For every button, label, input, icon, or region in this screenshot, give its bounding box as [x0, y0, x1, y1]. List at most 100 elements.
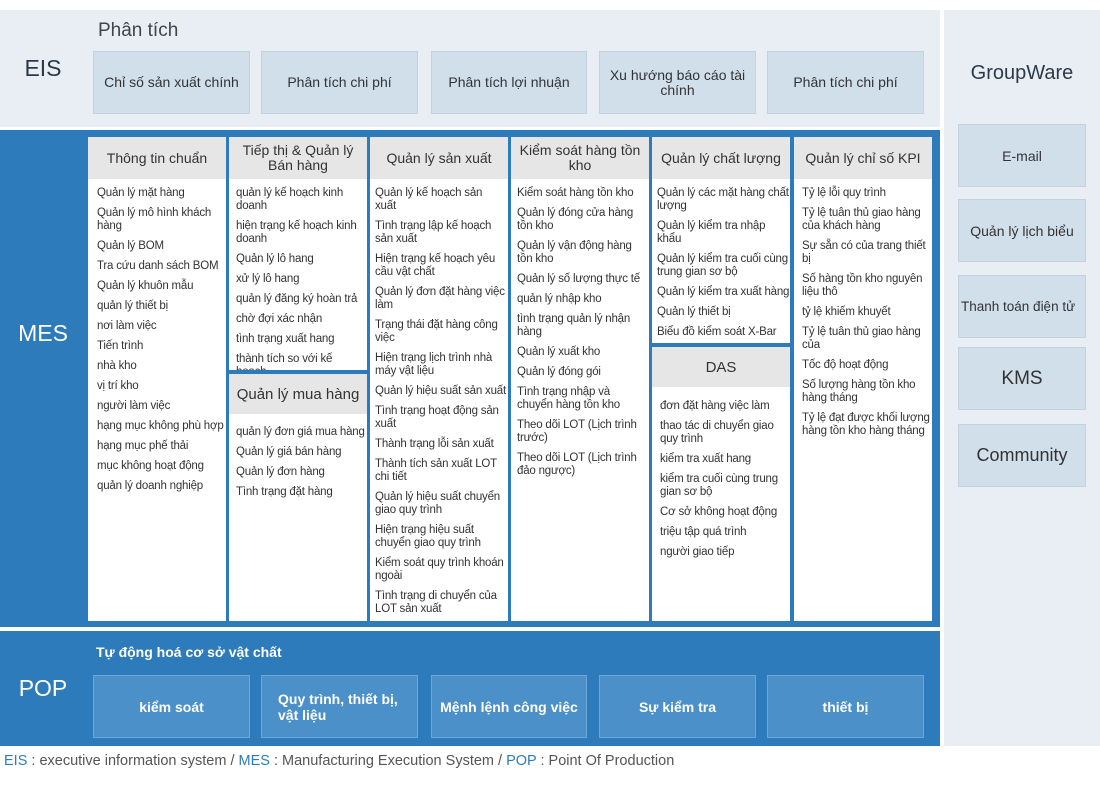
list-item[interactable]: chờ đợi xác nhận — [236, 313, 323, 325]
list-item[interactable]: hiện trạng kế hoạch kinh doanh — [236, 220, 357, 245]
list-item[interactable]: Quản lý khuôn mẫu — [97, 280, 194, 292]
list-item[interactable]: Quản lý đóng gói — [517, 366, 601, 378]
list-item[interactable]: Hiện trạng hiệu suất chuyển giao quy trì… — [375, 524, 481, 549]
list-item[interactable]: người làm việc — [97, 400, 171, 412]
list-item[interactable]: Tình trạng di chuyển của LOT sản xuất — [375, 590, 497, 615]
list-item[interactable]: Theo dõi LOT (Lịch trình đảo ngược) — [517, 452, 637, 477]
list-item[interactable]: tình trạng xuất hang — [236, 333, 335, 345]
list-item[interactable]: tỷ lệ khiếm khuyết — [802, 306, 891, 318]
list-item[interactable]: Quản lý đóng cửa hàng tồn kho — [517, 207, 634, 232]
list-item[interactable]: Kiểm soát quy trình khoán ngoài — [375, 557, 504, 582]
list-item[interactable]: Trạng thái đặt hàng công việc — [375, 319, 498, 344]
mes-column-quality: Quản lý chất lượng Quản lý các mặt hàng … — [652, 137, 790, 621]
list-item[interactable]: xử lý lô hang — [236, 273, 300, 285]
list-item[interactable]: Quản lý kế hoạch sản xuất — [375, 187, 483, 212]
list-item[interactable]: Quản lý mô hình khách hàng — [97, 207, 212, 232]
list-item[interactable]: quản lý kế hoạch kinh doanh — [236, 187, 344, 212]
groupware-box-community[interactable]: Community — [958, 424, 1086, 487]
pop-box-equipment[interactable]: thiết bị — [767, 675, 924, 738]
list-item[interactable]: Quản lý các mặt hàng chất lượng — [657, 187, 789, 212]
list-item[interactable]: kiểm tra cuối cùng trung gian sơ bộ — [660, 473, 778, 498]
list-item[interactable]: Quản lý xuất kho — [517, 346, 601, 358]
list-item[interactable]: Biểu đồ kiểm soát X-Bar — [657, 326, 777, 338]
list-item[interactable]: Quản lý giá bán hàng — [236, 446, 342, 458]
list-item[interactable]: Tốc độ hoạt động — [802, 359, 889, 371]
groupware-title: GroupWare — [970, 62, 1074, 84]
eis-box-main-indicators[interactable]: Chỉ số sản xuất chính — [93, 51, 250, 114]
list-item[interactable]: Quản lý kiểm tra nhập khẩu — [657, 220, 766, 245]
column-header: Quản lý chỉ số KPI — [794, 137, 932, 179]
column-item-list: Tỷ lệ lỗi quy trình Tỷ lệ tuân thủ giao h… — [802, 187, 930, 445]
list-item[interactable]: Quản lý vận động hàng tồn kho — [517, 240, 632, 265]
list-item[interactable]: Quản lý lô hang — [236, 253, 314, 265]
sub-section-header: Quản lý mua hàng — [229, 374, 367, 414]
eis-box-financial-trend[interactable]: Xu hướng báo cáo tài chính — [599, 51, 756, 114]
list-item[interactable]: mục không hoạt động — [97, 460, 204, 472]
list-item[interactable]: vị trí kho — [97, 380, 139, 392]
list-item[interactable]: đơn đặt hàng việc làm — [660, 400, 770, 412]
list-item[interactable]: Quản lý kiểm tra xuất hàng — [657, 286, 790, 298]
list-item[interactable]: kiểm tra xuất hang — [660, 453, 752, 465]
eis-label: EIS — [24, 55, 62, 81]
list-item[interactable]: Thành tích sản xuất LOT chi tiết — [375, 458, 497, 483]
list-item[interactable]: Số hàng tồn kho nguyên liệu thô — [802, 273, 923, 298]
groupware-box-kms[interactable]: KMS — [958, 347, 1086, 410]
list-item[interactable]: Tình trạng lập kế hoạch sản xuất — [375, 220, 492, 245]
list-item[interactable]: Hiện trạng lịch trình nhà máy vật liệu — [375, 352, 493, 377]
list-item[interactable]: Sự sẵn có của trang thiết bị — [802, 240, 926, 265]
eis-box-profit-analysis[interactable]: Phân tích lợi nhuận — [431, 51, 587, 114]
list-item[interactable]: Quản lý đơn đặt hàng việc làm — [375, 286, 505, 311]
list-item[interactable]: tình trạng quản lý nhận hàng — [517, 313, 631, 338]
mes-column-production: Quản lý sản xuất Quản lý kế hoạch sản xu… — [370, 137, 508, 621]
list-item[interactable]: Tình trạng hoạt động sản xuất — [375, 405, 499, 430]
list-item[interactable]: Tiến trình — [97, 340, 144, 352]
list-item[interactable]: Tình trạng nhập và chuyển hàng tồn kho — [517, 386, 620, 411]
list-item[interactable]: Tỷ lệ tuân thủ giao hàng của — [802, 326, 921, 351]
pop-box-control[interactable]: kiểm soát — [93, 675, 250, 738]
list-item[interactable]: nơi làm việc — [97, 320, 157, 332]
list-item[interactable]: Quản lý hiệu suất chuyển giao quy trình — [375, 491, 500, 516]
list-item[interactable]: Cơ sở không hoạt động — [660, 506, 778, 518]
list-item[interactable]: Kiểm soát hàng tồn kho — [517, 187, 634, 199]
list-item[interactable]: quản lý doanh nghiệp — [97, 480, 203, 492]
list-item[interactable]: Quản lý thiết bị — [657, 306, 731, 318]
eis-box-cost-analysis-2[interactable]: Phân tích chi phí — [767, 51, 924, 114]
list-item[interactable]: thao tác di chuyển giao quy trình — [660, 420, 774, 445]
eis-box-cost-analysis[interactable]: Phân tích chi phí — [261, 51, 418, 114]
list-item[interactable]: quản lý đăng ký hoàn trả — [236, 293, 358, 305]
list-item[interactable]: triệu tập quá trình — [660, 526, 747, 538]
list-item[interactable]: Tỷ lệ lỗi quy trình — [802, 187, 886, 199]
groupware-box-e-payment[interactable]: Thanh toán điện tử — [958, 275, 1086, 338]
list-item[interactable]: Quản lý BOM — [97, 240, 164, 252]
list-item[interactable]: Quản lý kiểm tra cuối cùng trung gian sơ… — [657, 253, 788, 278]
list-item[interactable]: hạng mục không phù hợp — [97, 420, 224, 432]
list-item[interactable]: Tra cứu danh sách BOM — [97, 260, 219, 272]
list-item[interactable]: Quản lý mặt hàng — [97, 187, 185, 199]
column-header: Tiếp thị & Quản lý Bán hàng — [229, 137, 367, 179]
list-item[interactable]: Thành trạng lỗi sản xuất — [375, 438, 494, 450]
pop-box-work-order[interactable]: Mệnh lệnh công việc — [431, 675, 587, 738]
list-item[interactable]: Hiện trạng kế hoạch yêu cầu vật chất — [375, 253, 496, 278]
list-item[interactable]: Quản lý đơn hàng — [236, 466, 325, 478]
list-item[interactable]: Tỷ lệ đạt được khối lượng hàng tồn kho h… — [802, 412, 930, 437]
footer-pop-text: : Point Of Production — [536, 753, 675, 769]
list-item[interactable]: Quản lý số lượng thực tế — [517, 273, 640, 285]
list-item[interactable]: người giao tiếp — [660, 546, 735, 558]
list-item[interactable]: Quản lý hiệu suất sản xuất — [375, 385, 506, 397]
list-item[interactable]: hạng mục phế thải — [97, 440, 189, 452]
list-item[interactable]: quản lý thiết bị — [97, 300, 168, 312]
pop-box-inspection[interactable]: Sự kiểm tra — [599, 675, 756, 738]
list-item[interactable]: quản lý nhập kho — [517, 293, 602, 305]
eis-title: Phân tích — [98, 20, 179, 41]
list-item[interactable]: nhà kho — [97, 360, 137, 372]
list-item[interactable]: Số lượng hàng tồn kho hàng tháng — [802, 379, 916, 404]
list-item[interactable]: Theo dõi LOT (Lịch trình trước) — [517, 419, 637, 444]
groupware-box-email[interactable]: E-mail — [958, 124, 1086, 187]
pop-box-process-equipment[interactable]: Quy trình, thiết bị, vật liệu — [261, 675, 418, 738]
groupware-box-schedule[interactable]: Quản lý lịch biểu — [958, 199, 1086, 262]
list-item[interactable]: quản lý đơn giá mua hàng — [236, 426, 365, 438]
list-item[interactable]: Tình trạng đặt hàng — [236, 486, 333, 498]
list-item[interactable]: Tỷ lệ tuân thủ giao hàng của khách hàng — [802, 207, 921, 232]
